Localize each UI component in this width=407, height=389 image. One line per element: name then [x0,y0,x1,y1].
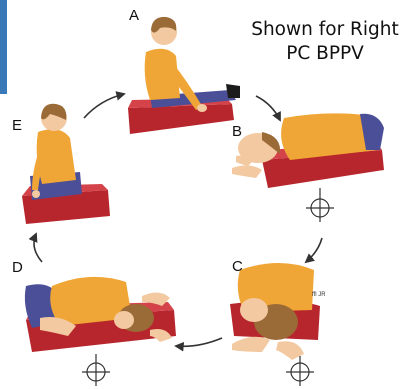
step-label-e: E [12,117,22,134]
arrow-e-to-a [84,94,124,118]
caption-line-1: Shown for Right [246,18,404,42]
arrow-b-to-c [306,238,322,262]
step-b-figure [232,113,384,222]
arrow-c-to-d [176,338,222,346]
step-d-crosshair [82,354,110,386]
step-d-figure [25,277,176,386]
step-b-crosshair [306,188,334,222]
arrow-d-to-e [34,234,42,262]
step-label-c: C [232,258,243,275]
step-c-crosshair [286,356,314,386]
step-c-figure: ffl JR [230,263,326,386]
caption-line-2: PC BPPV [246,42,404,66]
arrow-a-to-b [256,96,280,120]
step-a-figure [128,17,240,134]
step-e-figure [22,104,110,224]
step-label-a: A [129,7,139,24]
artist-mark: ffl JR [312,292,326,298]
accent-bar [0,0,7,94]
diagram-caption: Shown for Right PC BPPV [246,18,404,66]
step-label-d: D [12,259,23,276]
step-label-b: B [232,123,242,140]
